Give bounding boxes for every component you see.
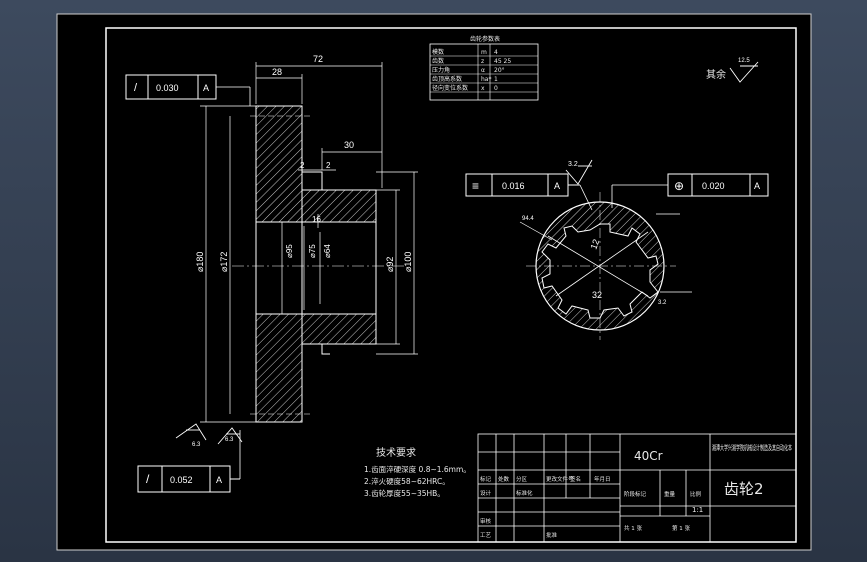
tolerance-frame-middle-left — [465, 173, 593, 211]
param-1-sym: z — [481, 58, 484, 65]
tech-req-item-3: 3.齿轮厚度55~35HB。 — [364, 488, 445, 498]
gear-params-table — [429, 43, 539, 101]
dim-rim-width: 28 — [272, 67, 282, 77]
param-3-val: 1 — [494, 76, 498, 83]
tol-middle-right-datum: A — [754, 181, 760, 191]
tech-req-item-1: 1.齿面淬硬深度 0.8~1.6mm。 — [364, 464, 471, 474]
dim-dia-75: ⌀75 — [308, 244, 317, 258]
tol-bottom-left-value: 0.052 — [170, 475, 193, 485]
tb-label-0: 标记 — [480, 475, 492, 483]
rim-upper-hatch — [255, 105, 303, 223]
tol-top-left-value: 0.030 — [156, 83, 179, 93]
tb-label-10: 批准 — [546, 531, 558, 539]
tb-label-8: 审核 — [480, 517, 492, 525]
title-block-labels: 标记 处数 分区 更改文件号 签名 年月日 设计 标准化 审核 工艺 批准 阶段… — [480, 475, 702, 539]
tol-middle-right-value: 0.020 — [702, 181, 725, 191]
tol-middle-right-symbol: ⊕ — [674, 179, 684, 193]
roughness-symbol-spline — [565, 159, 593, 185]
dim-gap-c: 16 — [312, 215, 321, 224]
top-dimensions — [255, 62, 383, 228]
dim-dia-64: ⌀64 — [323, 244, 332, 258]
gear-params-rows: 模数 m 4 齿数 z 45 25 压力角 α 20° 齿顶高系数 ha* 1 … — [432, 48, 511, 92]
rim-lower-hatch — [255, 313, 303, 423]
tb-label-7: 标准化 — [516, 489, 533, 497]
inner-border — [105, 27, 797, 543]
tb-label-9: 工艺 — [480, 532, 492, 539]
param-2-val: 20° — [494, 67, 505, 74]
dim-dia-172: ⌀172 — [219, 252, 229, 272]
tb-label-15: 第 1 张 — [672, 524, 690, 532]
roughness-left-value: 6.3 — [192, 442, 201, 448]
param-3-name: 齿顶高系数 — [432, 75, 462, 83]
gear-params-title: 齿轮参数表 — [470, 35, 500, 43]
tb-label-4: 签名 — [570, 475, 581, 483]
hub-lower-hatch — [301, 313, 377, 345]
tol-middle-left-datum: A — [554, 181, 560, 191]
dim-dia-95: ⌀95 — [285, 244, 294, 258]
other-roughness-note: 其余 — [706, 68, 726, 81]
dim-gap-a: 2 — [300, 161, 305, 170]
dim-dia-92: ⌀92 — [385, 257, 395, 272]
spline-section-label: 94.4 — [522, 216, 534, 222]
scale-value: 1:1 — [692, 506, 703, 514]
drawing-sheet — [57, 14, 811, 550]
tb-label-14: 共 1 张 — [624, 524, 642, 532]
dim-overall-width: 72 — [313, 54, 323, 64]
param-4-sym: x — [481, 85, 485, 92]
dim-gap-b: 2 — [326, 161, 331, 170]
vertical-dimensions — [200, 105, 418, 423]
dim-dia-180: ⌀180 — [195, 252, 205, 272]
tol-bottom-left-datum: A — [216, 475, 222, 485]
tol-middle-left-symbol: ≡ — [472, 179, 479, 193]
tolerance-frame-top-left — [125, 74, 251, 106]
tb-label-5: 年月日 — [594, 475, 611, 483]
param-4-val: 0 — [494, 85, 498, 92]
dim-keyway-12: 12 — [588, 238, 601, 251]
param-0-val: 4 — [494, 49, 498, 56]
tb-label-12: 重量 — [664, 490, 676, 498]
tb-label-11: 阶段标记 — [624, 490, 647, 498]
title-block — [477, 433, 797, 543]
roughness-spline-value: 3.2 — [568, 161, 578, 168]
param-2-name: 压力角 — [432, 66, 450, 74]
tol-bottom-left-symbol: / — [146, 472, 150, 486]
roughness-left2-value: 6.3 — [225, 437, 234, 443]
roughness-right-value: 3.2 — [658, 300, 667, 306]
param-1-val: 45 25 — [494, 58, 511, 65]
part-name: 齿轮2 — [724, 480, 764, 498]
roughness-symbols-left — [175, 423, 243, 445]
gear-section-view — [232, 105, 404, 423]
tolerance-frame-bottom-left — [137, 430, 241, 493]
tol-top-left-symbol: / — [134, 82, 138, 94]
param-1-name: 齿数 — [432, 57, 444, 65]
tolerance-frame-middle-right — [611, 173, 769, 208]
outer-border — [56, 13, 812, 551]
spline-section-view — [519, 192, 692, 340]
param-0-name: 模数 — [432, 48, 444, 56]
tech-req-item-2: 2.淬火硬度58~62HRC。 — [364, 476, 450, 486]
tb-label-13: 比例 — [690, 490, 702, 498]
param-3-sym: ha* — [481, 76, 491, 83]
tb-label-1: 处数 — [498, 475, 510, 483]
material-text: 40Cr — [634, 449, 663, 463]
tb-label-6: 设计 — [480, 489, 492, 497]
top-right-roughness-value: 12.5 — [738, 58, 750, 64]
dim-dia-100: ⌀100 — [403, 252, 413, 272]
roughness-symbol-top-right — [729, 61, 759, 83]
tb-label-3: 更改文件号 — [546, 475, 574, 483]
param-2-sym: α — [481, 67, 485, 74]
tb-label-2: 分区 — [516, 475, 528, 483]
tol-middle-left-value: 0.016 — [502, 181, 525, 191]
dim-hub-width: 30 — [344, 140, 354, 150]
dim-keyway-32: 32 — [592, 290, 602, 300]
school-name: 湘潭大学兴湘学院机械设计制造及其自动化本 — [712, 443, 792, 452]
param-4-name: 径向变位系数 — [432, 84, 468, 92]
tol-top-left-datum: A — [203, 83, 209, 93]
param-0-sym: m — [481, 49, 487, 56]
tech-req-title: 技术要求 — [376, 446, 416, 459]
